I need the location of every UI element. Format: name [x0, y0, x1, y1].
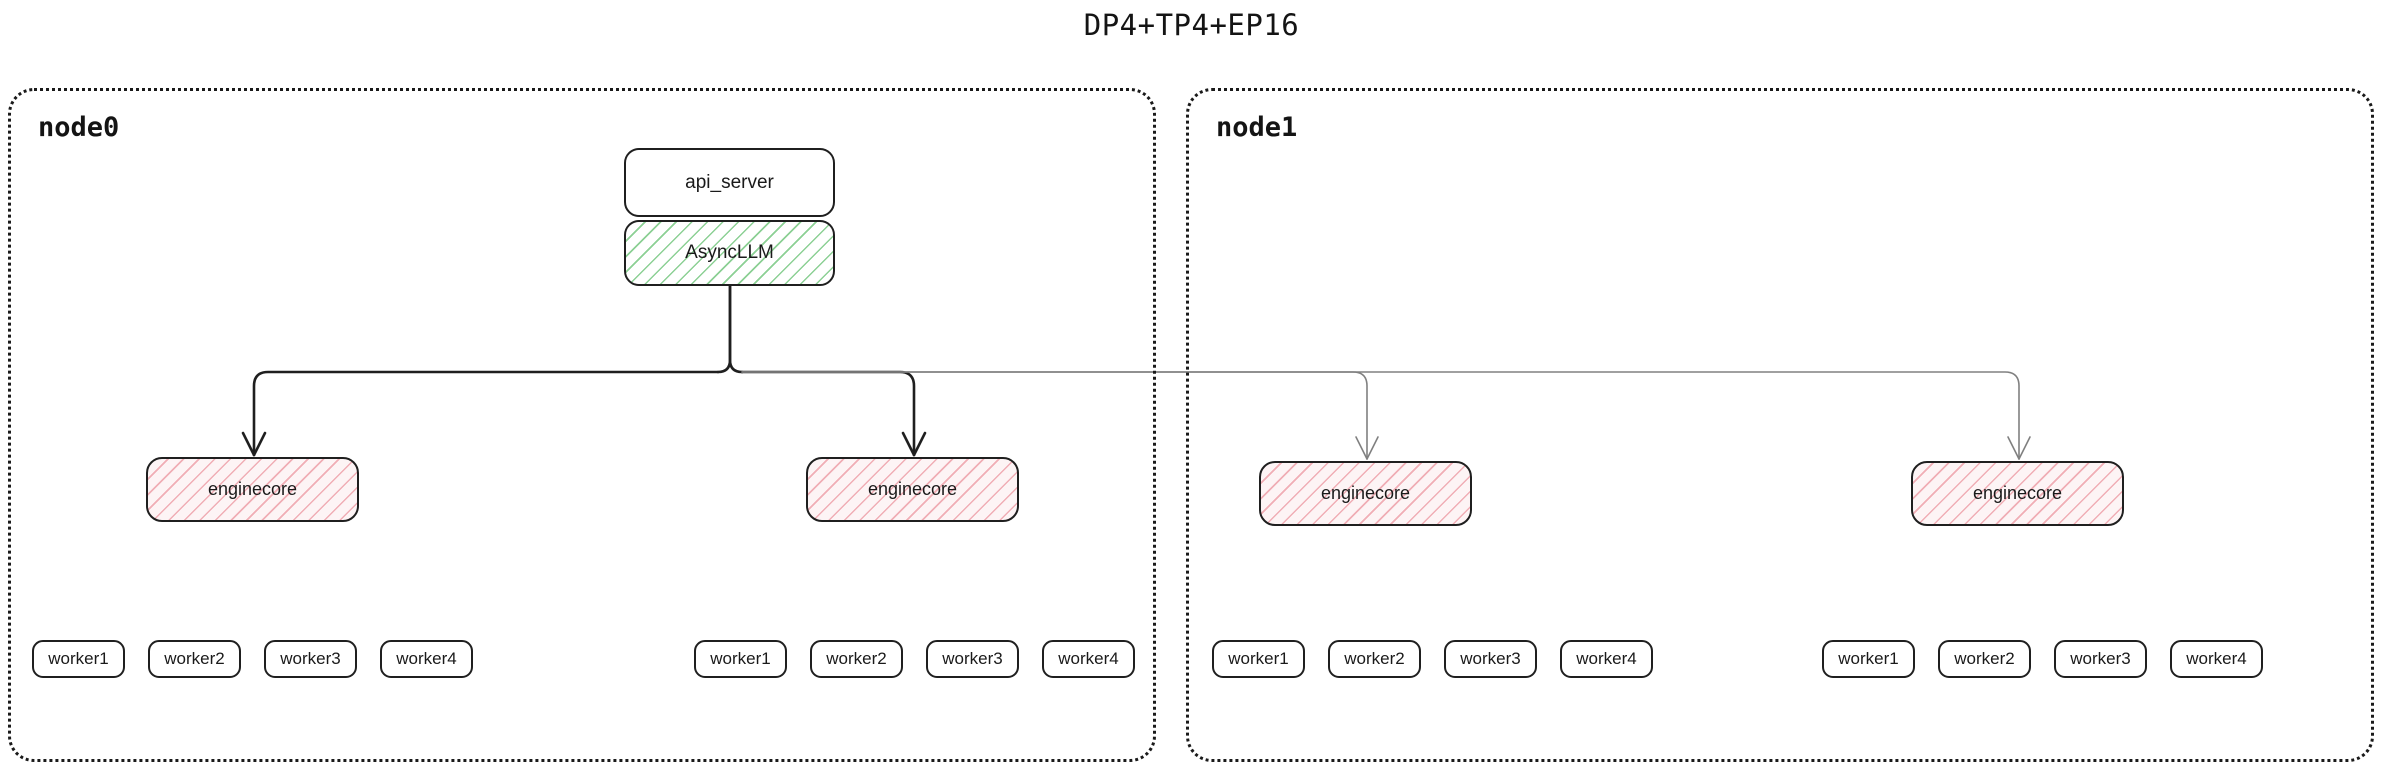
workers-ec0-worker-1-label: worker1 — [48, 649, 109, 668]
workers-ec1-worker-3-label: worker3 — [942, 649, 1003, 668]
workers-ec3-worker-4-label: worker4 — [2186, 649, 2247, 668]
workers-ec1-worker-3[interactable]: worker3 — [926, 640, 1019, 678]
workers-ec1-worker-4-label: worker4 — [1058, 649, 1119, 668]
workers-ec1-worker-1-label: worker1 — [710, 649, 771, 668]
enginecore-0-box[interactable]: enginecore — [146, 457, 359, 522]
node-container-node1 — [1186, 88, 2374, 762]
enginecore-3-box[interactable]: enginecore — [1911, 461, 2124, 526]
enginecore-2-label: enginecore — [1320, 483, 1411, 503]
enginecore-2-box[interactable]: enginecore — [1259, 461, 1472, 526]
workers-ec1-worker-1[interactable]: worker1 — [694, 640, 787, 678]
workers-ec3-worker-4[interactable]: worker4 — [2170, 640, 2263, 678]
node-container-node0 — [8, 88, 1156, 762]
workers-ec2-worker-4[interactable]: worker4 — [1560, 640, 1653, 678]
workers-ec0-worker-2-label: worker2 — [164, 649, 225, 668]
workers-ec1-worker-2[interactable]: worker2 — [810, 640, 903, 678]
workers-ec3-worker-3-label: worker3 — [2070, 649, 2131, 668]
workers-ec0-worker-3-label: worker3 — [280, 649, 341, 668]
workers-ec2-worker-3-label: worker3 — [1460, 649, 1521, 668]
enginecore-1-label: enginecore — [867, 479, 958, 499]
async_llm-label: AsyncLLM — [685, 242, 774, 263]
workers-ec3-worker-1[interactable]: worker1 — [1822, 640, 1915, 678]
workers-ec1-worker-2-label: worker2 — [826, 649, 887, 668]
enginecore-3-label: enginecore — [1972, 483, 2063, 503]
api_server-label: api_server — [685, 171, 774, 193]
workers-ec0-worker-1[interactable]: worker1 — [32, 640, 125, 678]
workers-ec0-worker-4-label: worker4 — [396, 649, 457, 668]
node-label-node0: node0 — [38, 112, 120, 143]
api_server-box[interactable]: api_server — [624, 148, 835, 217]
page-title: DP4+TP4+EP16 — [1083, 8, 1300, 42]
workers-ec2-worker-1[interactable]: worker1 — [1212, 640, 1305, 678]
workers-ec3-worker-2-label: worker2 — [1954, 649, 2015, 668]
workers-ec0-worker-2[interactable]: worker2 — [148, 640, 241, 678]
workers-ec2-worker-2[interactable]: worker2 — [1328, 640, 1421, 678]
workers-ec0-worker-3[interactable]: worker3 — [264, 640, 357, 678]
workers-ec3-worker-2[interactable]: worker2 — [1938, 640, 2031, 678]
workers-ec0-worker-4[interactable]: worker4 — [380, 640, 473, 678]
workers-ec2-worker-2-label: worker2 — [1344, 649, 1405, 668]
workers-ec3-worker-1-label: worker1 — [1838, 649, 1899, 668]
async_llm-box[interactable]: AsyncLLM — [624, 220, 835, 286]
enginecore-1-box[interactable]: enginecore — [806, 457, 1019, 522]
enginecore-0-label: enginecore — [207, 479, 298, 499]
workers-ec2-worker-4-label: worker4 — [1576, 649, 1637, 668]
workers-ec2-worker-3[interactable]: worker3 — [1444, 640, 1537, 678]
workers-ec2-worker-1-label: worker1 — [1228, 649, 1289, 668]
workers-ec1-worker-4[interactable]: worker4 — [1042, 640, 1135, 678]
workers-ec3-worker-3[interactable]: worker3 — [2054, 640, 2147, 678]
node-label-node1: node1 — [1216, 112, 1298, 143]
